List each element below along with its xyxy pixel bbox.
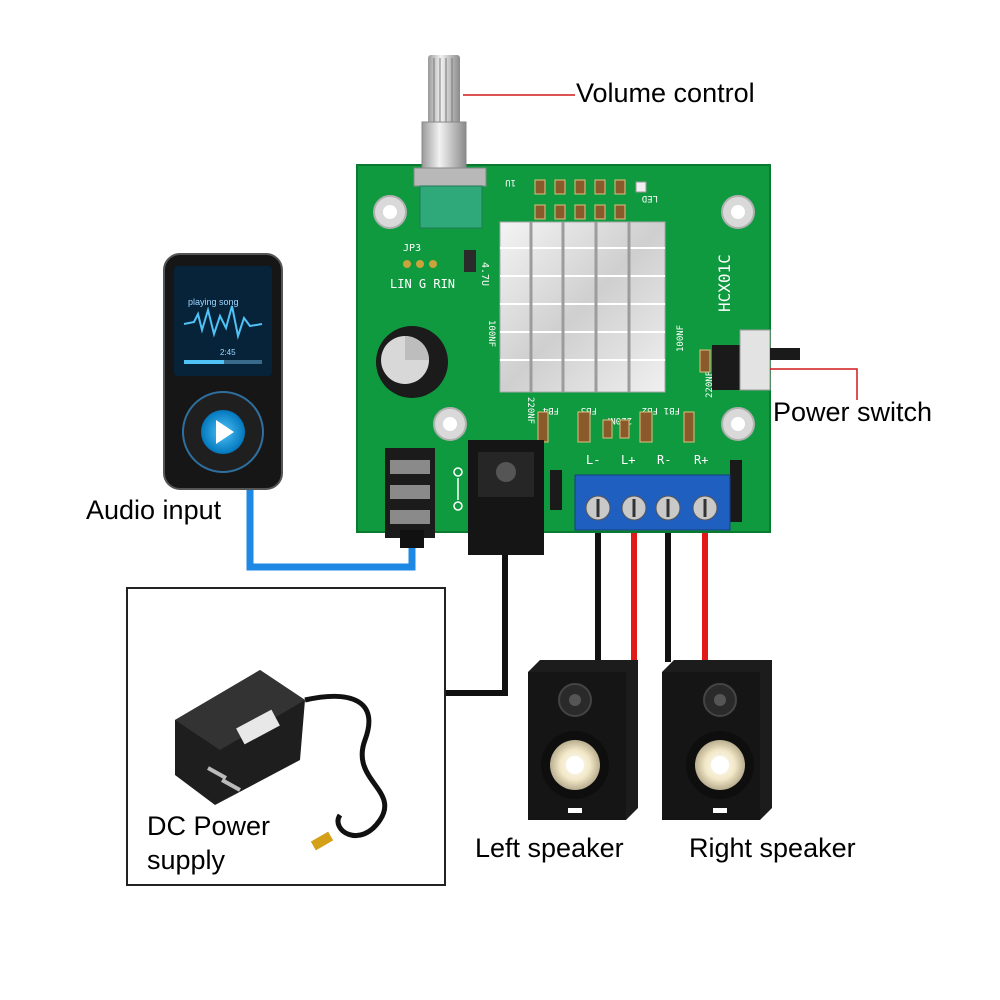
silk-input-pins: LIN G RIN bbox=[390, 277, 455, 291]
right-speaker bbox=[662, 660, 772, 820]
play-icon bbox=[216, 420, 234, 444]
smd-row-bottom bbox=[537, 349, 711, 443]
mounting-hole-br bbox=[721, 407, 755, 441]
terminal-label-l-plus: L+ bbox=[621, 453, 635, 467]
mounting-hole-tl bbox=[373, 195, 407, 229]
power-adapter bbox=[175, 670, 388, 851]
silk-4u7: 4.7U bbox=[479, 262, 490, 286]
silk-fb2: FB2 bbox=[642, 405, 658, 415]
left-speaker-label: Left speaker bbox=[475, 833, 624, 863]
mounting-hole-tr bbox=[721, 195, 755, 229]
speaker-wires bbox=[595, 528, 708, 662]
volume-knob[interactable] bbox=[413, 55, 487, 229]
audio-jack bbox=[385, 448, 435, 548]
mounting-hole-ml bbox=[433, 407, 467, 441]
power-symbol bbox=[453, 467, 463, 511]
led-indicator bbox=[635, 181, 647, 193]
terminal-label-r-minus: R- bbox=[657, 453, 671, 467]
player-time: 2:45 bbox=[220, 348, 236, 357]
silk-led: LED bbox=[642, 193, 658, 203]
silk-220nf-right: 220NF bbox=[705, 371, 715, 398]
dc-jack bbox=[468, 440, 544, 555]
right-speaker-label: Right speaker bbox=[689, 833, 856, 863]
audio-cable bbox=[246, 490, 416, 571]
dc-power-supply-label-line1: DC Power bbox=[147, 811, 271, 841]
edge-header-left bbox=[550, 470, 562, 510]
power-supply-frame bbox=[126, 587, 446, 886]
power-cable bbox=[446, 545, 508, 696]
music-player: playing song 2:45 bbox=[163, 253, 283, 490]
power-callout-line bbox=[770, 368, 858, 400]
electrolytic-capacitor bbox=[376, 326, 448, 398]
silk-220nf-mid: 220NF bbox=[605, 415, 632, 425]
dc-power-supply-label-line2: supply bbox=[147, 845, 226, 875]
silk-1u: 1U bbox=[505, 177, 516, 187]
terminal-label-l-minus: L- bbox=[586, 453, 600, 467]
heatsink bbox=[499, 221, 666, 393]
power-switch[interactable] bbox=[712, 329, 800, 391]
silk-100nf-right: 100NF bbox=[676, 325, 686, 352]
left-speaker bbox=[528, 660, 638, 820]
audio-input-label: Audio input bbox=[86, 495, 222, 525]
silk-jp3: JP3 bbox=[403, 243, 421, 254]
power-switch-label: Power switch bbox=[773, 397, 933, 427]
cap-4u7 bbox=[464, 250, 476, 272]
silk-220nf-left: 220NF bbox=[525, 397, 535, 424]
jp3-header bbox=[403, 260, 437, 268]
smd-row-top bbox=[534, 179, 626, 220]
silk-fb1: FB1 bbox=[664, 405, 680, 415]
silk-100nf-left: 100NF bbox=[486, 320, 496, 347]
player-song-title: playing song bbox=[188, 297, 239, 307]
silk-model: HCX01C bbox=[715, 254, 734, 312]
edge-header-right bbox=[730, 460, 742, 522]
volume-control-label: Volume control bbox=[576, 78, 755, 108]
silk-fb3: FB3 bbox=[581, 405, 597, 415]
silk-fb4: FB4 bbox=[543, 405, 559, 415]
terminal-label-r-plus: R+ bbox=[694, 453, 708, 467]
speaker-terminal-block[interactable] bbox=[574, 474, 731, 531]
